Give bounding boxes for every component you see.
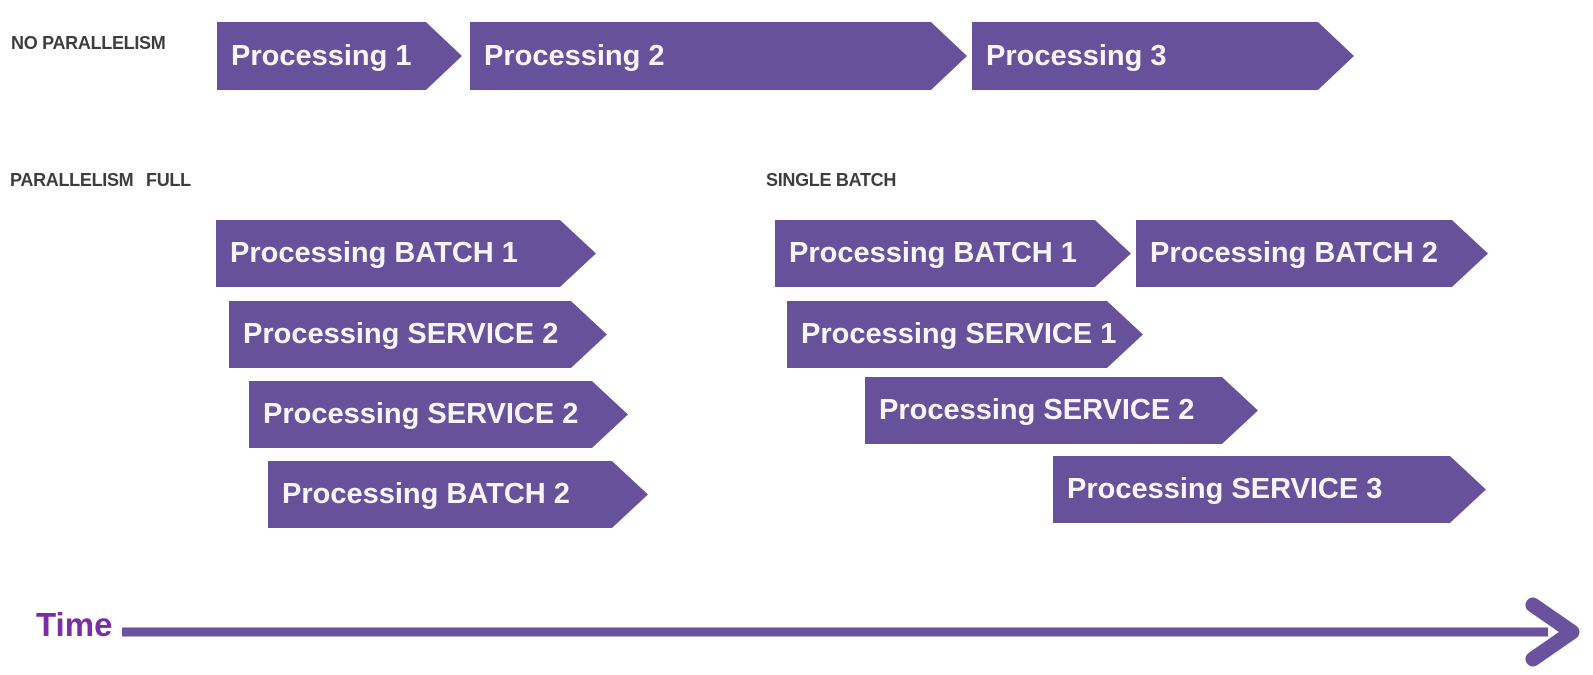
process-arrow-no-parallelism-1: Processing 2 [470, 22, 967, 90]
process-arrow-single-batch-0: Processing BATCH 1 [775, 220, 1131, 287]
no-parallelism-label: NO PARALLELISM [11, 33, 166, 53]
process-arrow-full-0: Processing BATCH 1 [216, 220, 596, 287]
process-arrow-full-1: Processing SERVICE 2 [229, 301, 607, 368]
full-group-label: FULL [146, 170, 191, 190]
process-arrow-single-batch-2: Processing SERVICE 1 [787, 301, 1143, 368]
process-arrow-text: Processing SERVICE 2 [243, 318, 559, 350]
time-arrowhead-icon [1525, 597, 1580, 667]
parallelism-label: PARALLELISM [10, 170, 134, 190]
process-arrow-text: Processing BATCH 1 [789, 237, 1077, 269]
time-axis-label: Time [36, 606, 113, 643]
time-axis-arrow [122, 597, 1580, 667]
process-arrow-text: Processing SERVICE 2 [263, 398, 579, 430]
process-arrow-text: Processing BATCH 1 [230, 237, 518, 269]
process-arrow-full-2: Processing SERVICE 2 [249, 381, 628, 448]
process-arrow-text: Processing 3 [986, 39, 1167, 72]
single-batch-group-label: SINGLE BATCH [766, 170, 897, 190]
process-arrow-single-batch-4: Processing SERVICE 3 [1053, 456, 1486, 523]
process-arrow-text: Processing SERVICE 2 [879, 394, 1195, 426]
process-arrow-no-parallelism-0: Processing 1 [217, 22, 462, 90]
process-arrow-no-parallelism-2: Processing 3 [972, 22, 1354, 90]
process-arrow-text: Processing SERVICE 3 [1067, 473, 1383, 505]
process-arrow-text: Processing 2 [484, 39, 665, 72]
process-arrow-single-batch-3: Processing SERVICE 2 [865, 377, 1258, 444]
process-arrow-single-batch-1: Processing BATCH 2 [1136, 220, 1488, 287]
process-arrow-full-3: Processing BATCH 2 [268, 461, 648, 528]
process-arrow-text: Processing BATCH 2 [1150, 237, 1438, 269]
process-arrow-text: Processing BATCH 2 [282, 478, 570, 510]
process-arrow-text: Processing 1 [231, 39, 412, 72]
process-arrow-text: Processing SERVICE 1 [801, 318, 1117, 350]
